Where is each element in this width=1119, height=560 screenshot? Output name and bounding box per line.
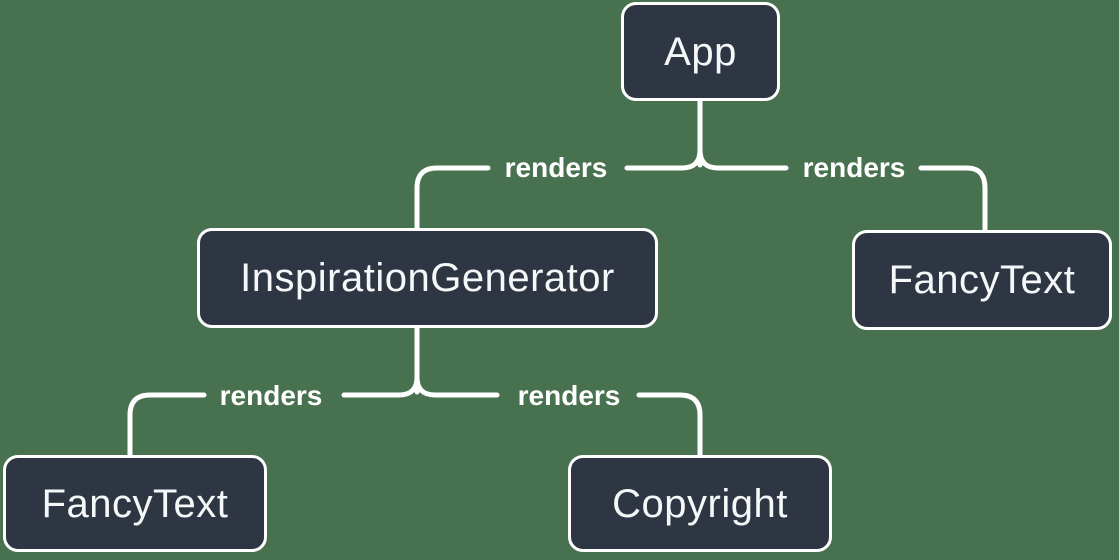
edge-label-renders: renders bbox=[504, 152, 608, 183]
node-inspiration-generator: InspirationGenerator bbox=[197, 228, 658, 328]
edge-label-renders: renders bbox=[802, 152, 906, 183]
node-label: FancyText bbox=[41, 481, 229, 526]
node-fancy-text-bottom: FancyText bbox=[3, 455, 267, 552]
node-app: App bbox=[621, 2, 780, 101]
node-fancy-text-top: FancyText bbox=[852, 230, 1112, 330]
node-copyright: Copyright bbox=[568, 455, 832, 552]
node-label: Copyright bbox=[612, 481, 788, 526]
edge-junction-app bbox=[679, 98, 721, 171]
edge-flare-ig-right bbox=[414, 374, 438, 398]
edge-flare-ig-left bbox=[396, 374, 420, 398]
edge-app-to-inspirationgenerator bbox=[414, 165, 685, 231]
edge-inspirationgenerator-to-copyright bbox=[432, 392, 703, 458]
edge-label-renders: renders bbox=[219, 380, 323, 411]
edge-flare-app-left bbox=[679, 147, 703, 171]
edge-segment bbox=[636, 392, 703, 458]
edge-flare-app-right bbox=[697, 147, 721, 171]
node-label: InspirationGenerator bbox=[240, 256, 615, 300]
edge-label-renders: renders bbox=[517, 380, 621, 411]
edge-segment bbox=[127, 392, 207, 458]
node-label: App bbox=[664, 29, 737, 74]
node-label: FancyText bbox=[888, 258, 1076, 302]
edge-junction-inspirationgenerator bbox=[396, 325, 438, 398]
edge-app-to-fancytext bbox=[715, 165, 988, 233]
edge-segment bbox=[918, 165, 988, 233]
edge-segment bbox=[414, 165, 491, 231]
edge-inspirationgenerator-to-fancytext bbox=[127, 392, 402, 458]
